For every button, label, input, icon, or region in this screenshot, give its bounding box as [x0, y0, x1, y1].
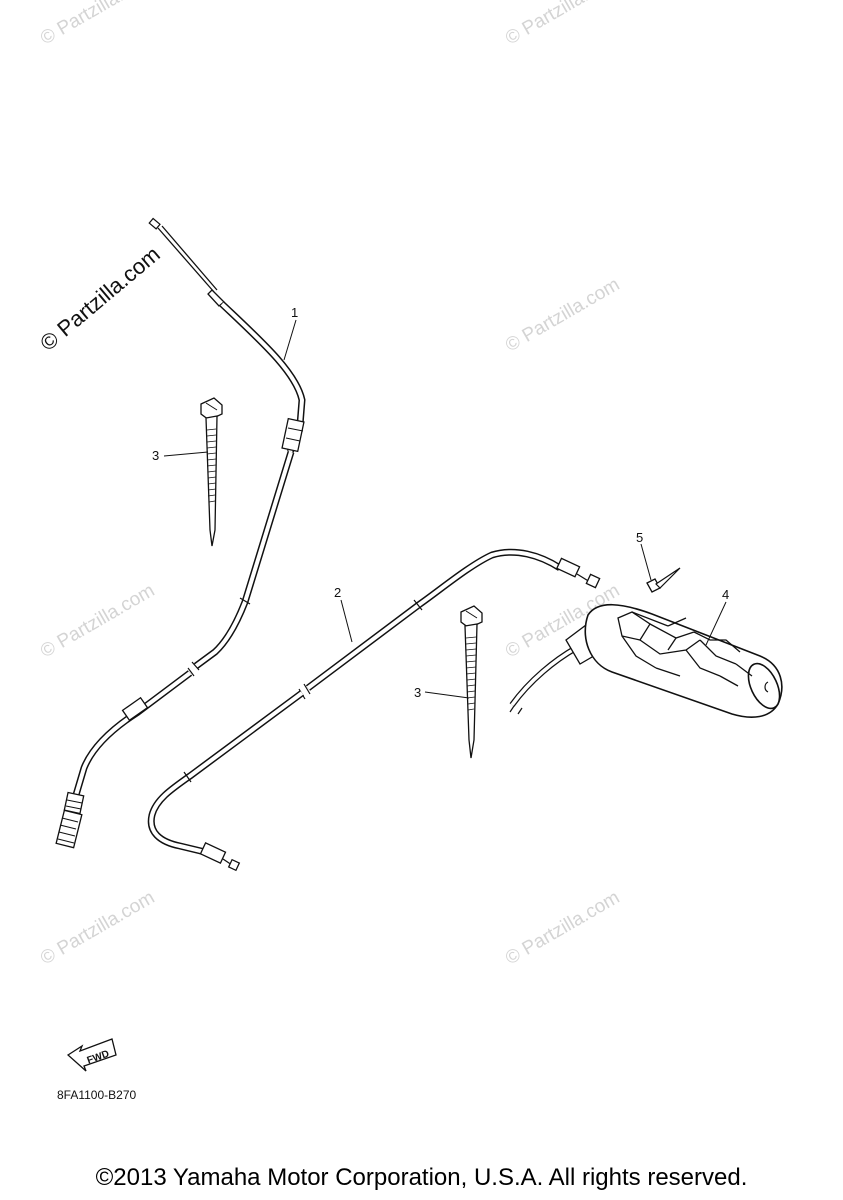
watermark: © Partzilla.com [37, 0, 158, 49]
watermark: © Partzilla.com [37, 887, 158, 969]
diagram-code: 8FA1100-B270 [57, 1088, 136, 1102]
watermark: © Partzilla.com [502, 274, 623, 356]
cable-part-1 [55, 217, 306, 849]
cable-part-2 [147, 548, 601, 872]
watermark: © Partzilla.com [502, 0, 623, 49]
cable-tie-part-3 [460, 605, 483, 759]
callout-part-3: 3 [152, 448, 159, 463]
screw-part-5 [646, 567, 681, 593]
watermark: © Partzilla.com [37, 580, 158, 662]
watermark-prominent: © Partzilla.com [35, 241, 165, 355]
callout-part-1: 1 [291, 305, 298, 320]
copyright-notice: ©2013 Yamaha Motor Corporation, U.S.A. A… [95, 1164, 748, 1191]
grip-part-4 [509, 603, 783, 718]
cable-tie-part-3 [200, 397, 223, 547]
callout-part-2: 2 [334, 585, 341, 600]
leader-lines [163, 319, 727, 699]
watermark-group: © Partzilla.com © Partzilla.com © Partzi… [37, 0, 623, 969]
watermark: © Partzilla.com [502, 887, 623, 969]
callout-part-5: 5 [636, 530, 643, 545]
callout-part-4: 4 [722, 587, 729, 602]
callout-part-3: 3 [414, 685, 421, 700]
fwd-arrow-icon: FWD [66, 1038, 117, 1072]
